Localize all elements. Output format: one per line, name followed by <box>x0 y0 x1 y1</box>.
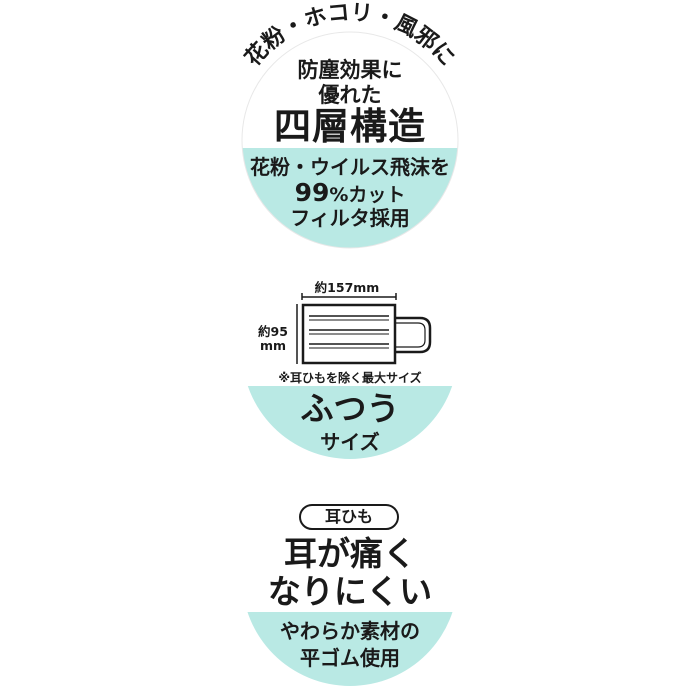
mask-height-label: 約95 mm <box>251 325 295 353</box>
badge1-caption-line1: 花粉・ウイルス飛沫を <box>250 155 450 179</box>
mask-diagram <box>296 293 432 365</box>
badge3-caption-line2: 平ゴム使用 <box>300 646 400 670</box>
badge1-title: 四層構造 <box>274 105 426 148</box>
mask-height-value: 約95 <box>258 324 288 339</box>
badge1-caption-line3: フィルタ採用 <box>290 206 410 230</box>
badge1-line3: 優れた <box>318 83 382 107</box>
badge1-line2: 防塵効果に <box>297 58 403 82</box>
badge3-title-line1: 耳が痛く <box>284 534 416 573</box>
badge2-subtitle: サイズ <box>320 430 380 454</box>
badge3-title-line2: なりにくい <box>267 572 433 611</box>
size-note: ※耳ひもを除く最大サイズ <box>278 371 422 385</box>
badge3-caption-line1: やわらか素材の <box>280 619 420 643</box>
ear-loop-pill: 耳ひも <box>299 504 399 530</box>
badge1-caption-line2: 99%カット <box>0 180 700 205</box>
mask-width-label: 約157mm <box>314 280 380 295</box>
badge2-title: ふつう <box>300 389 400 428</box>
badge1-cut-text: カット <box>348 184 406 206</box>
mask-height-unit: mm <box>259 337 287 353</box>
badge1-percent-sign: % <box>329 184 349 206</box>
badge1-percent-number: 99 <box>294 178 330 207</box>
